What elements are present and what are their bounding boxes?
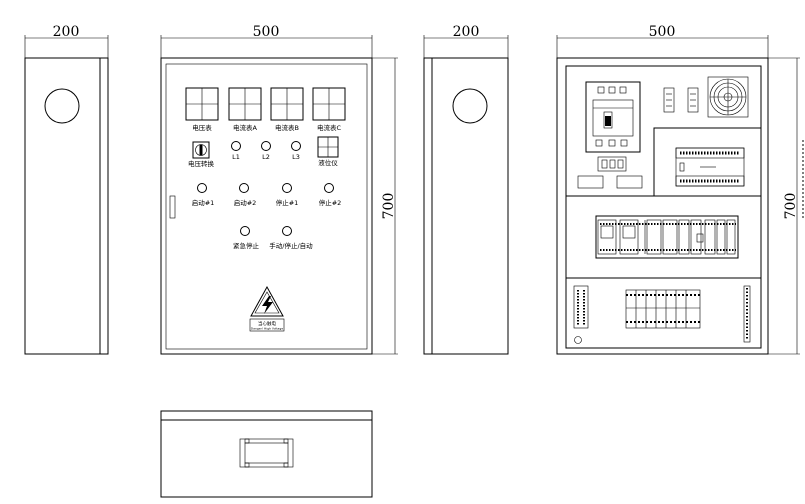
fan-icon (707, 76, 749, 118)
meter-label-current-b: 电流表B (275, 123, 299, 132)
lamp-l1: L1 (231, 141, 241, 161)
level-controller: 液位仪 (317, 136, 339, 167)
side-knockout-circle-right (452, 88, 488, 124)
button-stop-2-label: 停止#2 (319, 198, 342, 207)
mode-selector-label: 手动/停止/自动 (269, 241, 313, 250)
lamp-label-l3: L3 (292, 153, 300, 161)
lamp-label-l2: L2 (262, 153, 270, 161)
button-stop-1-label: 停止#1 (276, 198, 299, 207)
mode-selector: 手动/停止/自动 (269, 226, 313, 250)
warning-sign: 当心触电 Danger! High Voltage (249, 285, 285, 332)
lightning-icon (262, 296, 273, 314)
warning-subtext: Danger! High Voltage (251, 327, 283, 331)
meter-label-voltage: 电压表 (192, 123, 212, 132)
meter-current-c: 电流表C (312, 87, 346, 132)
button-start-1: 启动#1 (192, 183, 215, 207)
bottom-terminal-right (743, 285, 751, 343)
meter-label-current-c: 电流表C (317, 123, 342, 132)
main-breaker (585, 81, 641, 153)
right-side-view: 200 (423, 24, 509, 355)
meter-label-current-a: 电流表A (233, 123, 258, 132)
left-side-view: 200 (24, 24, 109, 355)
lamp-label-l1: L1 (232, 153, 240, 161)
bottom-terminal-left (573, 285, 589, 329)
middle-din-rail (595, 215, 739, 259)
button-start-1-label: 启动#1 (192, 198, 215, 207)
top-view (160, 410, 373, 498)
button-emergency-stop-label: 紧急停止 (233, 241, 260, 250)
dim-front-height: 700 (381, 193, 397, 220)
small-relays (663, 87, 699, 113)
button-stop-1: 停止#1 (276, 183, 299, 207)
dim-interior-height: 700 (783, 193, 799, 220)
plc-unit (653, 127, 762, 197)
ground-point (574, 336, 582, 344)
button-emergency-stop: 紧急停止 (233, 226, 260, 250)
front-view: 500 700 电压表 电流表A 电流表B 电流表C (160, 24, 398, 355)
level-controller-label: 液位仪 (318, 158, 338, 167)
bottom-breaker-row (625, 289, 701, 329)
lamp-l3: L3 (291, 141, 301, 161)
button-stop-2: 停止#2 (319, 183, 342, 207)
side-knockout-circle (44, 88, 80, 124)
interior-view: 500 700 (556, 24, 804, 355)
meter-current-a: 电流表A (228, 87, 262, 132)
dim-interior-width: 500 (649, 24, 676, 40)
dim-side-right-width: 200 (453, 24, 480, 40)
voltage-switch-label: 电压转换 (188, 159, 215, 168)
warning-text: 当心触电 (258, 320, 276, 327)
breaker-terminals (597, 156, 627, 172)
label-box-2 (616, 175, 643, 189)
label-box-1 (577, 175, 604, 189)
lamp-l2: L2 (261, 141, 271, 161)
meter-current-b: 电流表B (270, 87, 304, 132)
button-start-2: 启动#2 (234, 183, 257, 207)
dim-side-left-width: 200 (53, 24, 80, 40)
door-handle (169, 195, 176, 219)
button-start-2-label: 启动#2 (234, 198, 257, 207)
meter-voltage: 电压表 (185, 87, 219, 132)
dim-front-width: 500 (253, 24, 280, 40)
voltage-switch: 电压转换 (188, 141, 215, 168)
